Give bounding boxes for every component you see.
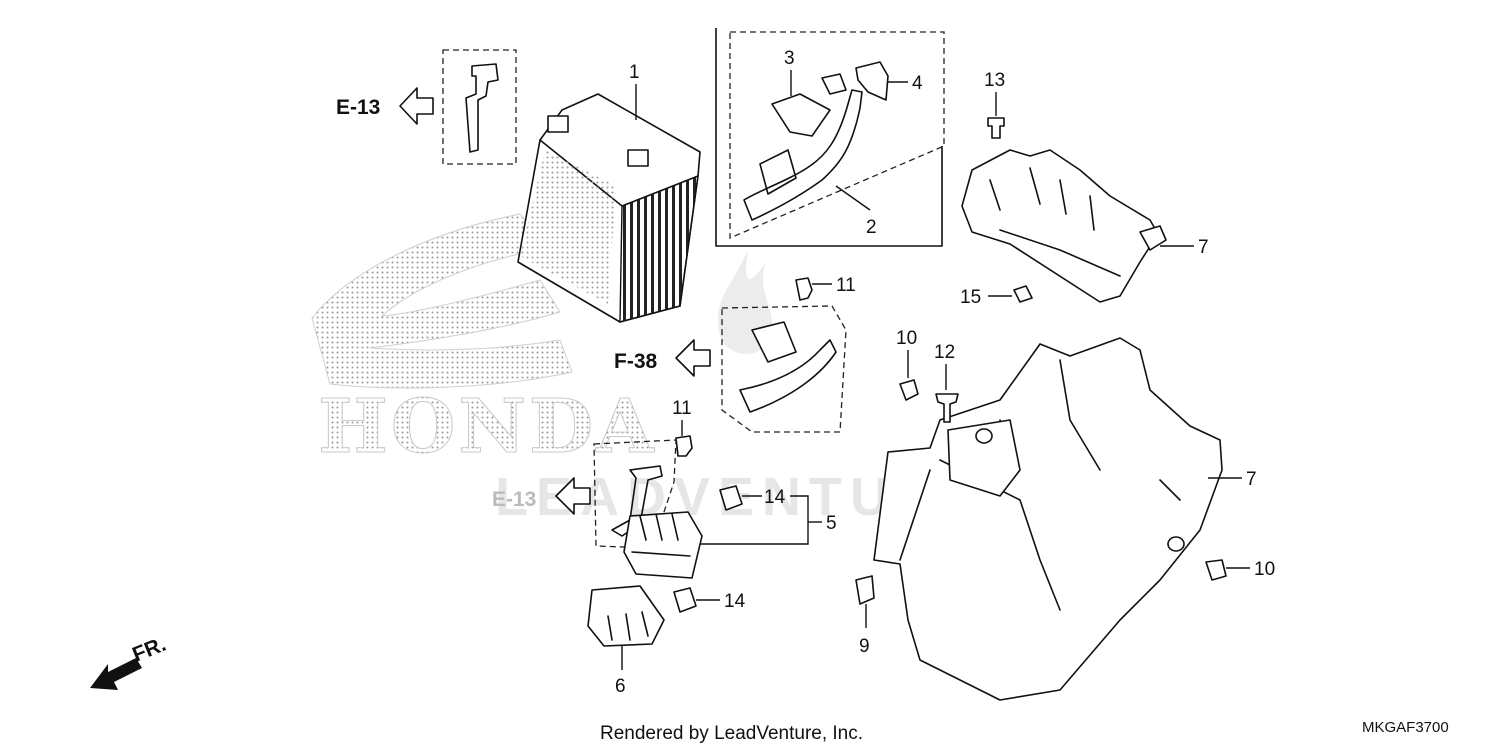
battery-case-part-7: 7 10 10 12 9 <box>855 328 1275 701</box>
fuse-part-14-lower-icon <box>673 587 697 613</box>
relay-body-icon <box>623 511 703 579</box>
callout-14-lower[interactable]: 14 <box>724 591 746 612</box>
relay-cover-part-6: 14 6 <box>587 585 746 697</box>
callout-5[interactable]: 5 <box>826 513 837 534</box>
callout-15[interactable]: 15 <box>960 287 981 308</box>
relay-cover-ribs <box>607 611 649 641</box>
e13-bottom-reference-group: 11 E-13 <box>492 398 693 549</box>
f38-ref-label[interactable]: F-38 <box>614 350 658 373</box>
callout-2-leader <box>835 185 871 211</box>
callout-11-lower[interactable]: 11 <box>672 398 692 419</box>
f38-reference-group: 11 F-38 <box>614 275 856 433</box>
battery-tray-tab <box>1139 225 1167 251</box>
clip-part-9-icon <box>855 575 875 605</box>
f38-arrow-icon[interactable] <box>675 339 711 377</box>
battery-terminal-positive <box>547 115 569 133</box>
relay-connector-icon <box>751 321 797 363</box>
bolt-part-10-lower-icon <box>1205 559 1227 581</box>
f38-dashed-box <box>721 305 847 433</box>
cable-terminal-lug-icon <box>821 73 847 95</box>
e13-bottom-ref-label[interactable]: E-13 <box>492 488 536 511</box>
battery-case-bracket <box>947 419 1021 497</box>
battery-tray-slots <box>989 167 1121 277</box>
battery-tray-part-8: 13 7 15 <box>960 70 1209 308</box>
e13-top-arrow-icon[interactable] <box>399 87 434 125</box>
callout-14-upper[interactable]: 14 <box>764 487 786 508</box>
battery-case-icon <box>873 337 1223 701</box>
battery-case-mount-hole <box>975 428 993 444</box>
relay-body-detail <box>631 513 691 557</box>
bolt-part-11-lower-icon <box>675 435 693 457</box>
e13-top-reference-group: E-13 <box>336 49 517 165</box>
battery-tray-icon <box>961 149 1159 303</box>
callout-4[interactable]: 4 <box>912 73 923 94</box>
rendered-by-footer: Rendered by LeadVenture, Inc. <box>600 723 863 744</box>
callout-7[interactable]: 7 <box>1246 469 1257 490</box>
callout-6[interactable]: 6 <box>615 676 626 697</box>
honda-wordmark: HONDA <box>318 384 657 470</box>
callout-5-bracket <box>700 495 809 545</box>
bolt-part-13-icon <box>987 117 1005 139</box>
fuse-part-14-upper-icon <box>719 485 743 511</box>
starter-relay-part-5: 14 5 <box>623 485 837 579</box>
callout-11-upper[interactable]: 11 <box>836 275 856 296</box>
terminal-cover-part-3 <box>771 93 831 137</box>
callout-3[interactable]: 3 <box>784 48 795 69</box>
callout-1[interactable]: 1 <box>629 62 640 83</box>
terminal-cover-part-4 <box>855 61 889 101</box>
front-arrow-icon <box>90 658 142 690</box>
positive-cable-icon <box>743 89 863 221</box>
battery-stipple-shadow <box>520 150 616 304</box>
e13-bottom-arrow-icon[interactable] <box>555 477 591 515</box>
battery-top <box>539 93 701 207</box>
diagram-code: MKGAF3700 <box>1362 719 1449 736</box>
callout-10-upper[interactable]: 10 <box>896 328 917 349</box>
battery-terminal-negative <box>627 149 649 167</box>
callout-12[interactable]: 12 <box>934 342 955 363</box>
battery-case-mount-hole-right <box>1167 536 1185 552</box>
honda-wing-logo <box>311 213 573 389</box>
e13-top-ref-label[interactable]: E-13 <box>336 96 380 119</box>
clip-part-15-icon <box>1013 285 1033 303</box>
callout-8[interactable]: 7 <box>1198 237 1209 258</box>
callout-13[interactable]: 13 <box>984 70 1005 91</box>
ground-cable-end-icon <box>465 63 499 153</box>
callout-9[interactable]: 9 <box>859 636 870 657</box>
bolt-part-10-upper-icon <box>899 379 919 401</box>
bolt-part-11-upper-icon <box>795 277 813 301</box>
cable-connector-icon <box>759 149 797 195</box>
e13-top-dashed-box <box>442 49 517 165</box>
part-2-dashed-frame <box>729 31 945 239</box>
front-label: FR. <box>129 633 169 667</box>
honda-logo-background: HONDA <box>311 213 657 471</box>
screw-part-12-icon <box>935 393 959 423</box>
front-direction-indicator: FR. <box>90 633 169 690</box>
battery-part-1: 1 <box>517 62 701 323</box>
callout-10-lower[interactable]: 10 <box>1254 559 1275 580</box>
part-2-solid-frame <box>715 28 943 247</box>
relay-cable-icon <box>739 339 837 413</box>
cable-kit-part-2: 3 4 2 <box>715 28 945 247</box>
callout-2[interactable]: 2 <box>866 217 877 238</box>
